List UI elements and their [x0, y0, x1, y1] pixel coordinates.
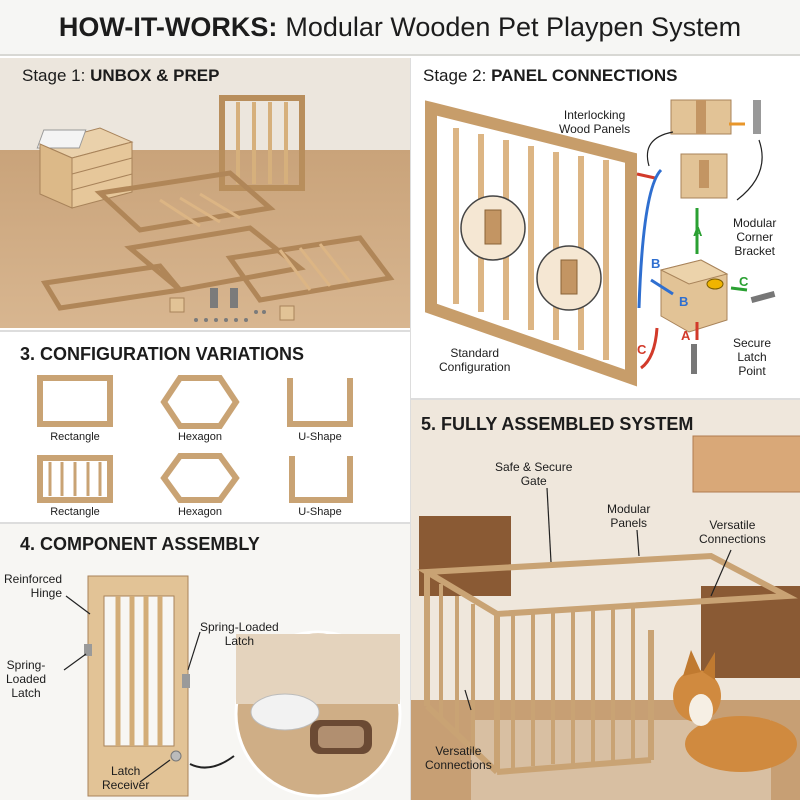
label-latch-receiver: Latch Receiver	[102, 764, 150, 792]
gate-door	[84, 575, 190, 797]
stage1-title: Stage 1: UNBOX & PREP	[22, 66, 219, 86]
title-rest: Modular Wooden Pet Playpen System	[285, 11, 742, 42]
assembled-panel: 5. FULLY ASSEMBLED SYSTEM	[410, 398, 800, 800]
arrow-blue	[637, 168, 663, 309]
detail-circle	[234, 630, 402, 798]
step-markers: B A C A B C	[637, 224, 749, 357]
litter-box-icon	[250, 693, 320, 731]
label-versatile-bottom: Versatile Connections	[425, 744, 492, 772]
arrow-red-bottom	[640, 327, 659, 370]
label-spring-latch-right: Spring-Loaded Latch	[200, 620, 279, 648]
arrow-green-c	[730, 286, 748, 292]
hinge-plate	[753, 100, 761, 134]
label-standard: Standard Configuration	[439, 346, 511, 374]
wood-panel	[425, 100, 637, 387]
marker-a-bottom: A	[681, 328, 691, 343]
config-label: U-Shape	[298, 506, 342, 518]
page-title: HOW-IT-WORKS: Modular Wooden Pet Playpen…	[0, 0, 800, 56]
flat-panels	[40, 170, 395, 311]
config-rectangle-1	[37, 375, 113, 427]
arrow-blue-b	[650, 278, 674, 296]
title-strong: HOW-IT-WORKS:	[58, 11, 278, 42]
config-label: Rectangle	[50, 431, 100, 443]
config-label: Hexagon	[177, 506, 223, 518]
config-panel: 3. CONFIGURATION VARIATIONS Rectangle He…	[0, 330, 410, 522]
label-safe-gate: Safe & Secure Gate	[495, 460, 573, 488]
bolt-c	[750, 290, 776, 304]
config-label: U-Shape	[298, 431, 342, 443]
bolt-a	[691, 344, 697, 374]
latch-icon	[182, 674, 190, 688]
corgi-dog-icon	[673, 650, 797, 772]
assembled-pen	[417, 552, 798, 775]
label-secure-latch: Secure Latch Point	[733, 336, 772, 378]
bracket-top	[670, 99, 761, 199]
assembly-illustration	[63, 575, 402, 798]
config-label: Hexagon	[177, 431, 223, 443]
label-interlocking: Interlocking Wood Panels	[559, 108, 631, 136]
stage1-heading: UNBOX & PREP	[90, 66, 220, 85]
marker-b-bottom: B	[679, 294, 688, 309]
config-ushape-2	[289, 456, 353, 503]
config-ushape-1	[287, 378, 353, 427]
label-spring-latch-left: Spring- Loaded Latch	[6, 658, 47, 700]
stage2-prefix: Stage 2:	[423, 66, 487, 85]
hinge-icon	[84, 644, 92, 656]
marker-c-bottom: C	[739, 274, 749, 289]
arrow-red-top	[636, 172, 656, 180]
hardware-pieces	[169, 288, 295, 322]
assembled-illustration	[411, 435, 800, 800]
side-cabinet	[419, 516, 511, 596]
label-modular-corner: Modular Corner Bracket	[733, 216, 777, 258]
receiver-icon	[170, 750, 182, 762]
marker-c-top: C	[637, 342, 647, 357]
stage2-title: Stage 2: PANEL CONNECTIONS	[423, 66, 677, 86]
unbox-crate	[36, 127, 134, 209]
assembly-panel: 4. COMPONENT ASSEMBLY Reinfor	[0, 522, 410, 800]
latch-ring	[706, 278, 724, 290]
standing-panel	[219, 95, 305, 191]
stage2-panel: Stage 2: PANEL CONNECTIONS	[410, 58, 800, 398]
label-versatile-top: Versatile Connections	[699, 518, 766, 546]
config-rectangle-2	[37, 455, 113, 503]
stage1-prefix: Stage 1:	[22, 66, 86, 85]
stage2-illustration: B A C A B C	[425, 99, 776, 387]
config-label: Rectangle	[50, 506, 100, 518]
config-hexagon-2	[160, 453, 240, 503]
stage1-illustration	[36, 95, 395, 322]
assembly-title: 4. COMPONENT ASSEMBLY	[20, 534, 260, 554]
config-hexagon-1	[160, 375, 240, 429]
stage2-heading: PANEL CONNECTIONS	[491, 66, 678, 85]
label-modular-panels: Modular Panels	[607, 502, 651, 530]
stage1-panel: Stage 1: UNBOX & PREP	[0, 58, 410, 328]
corner-bracket	[659, 259, 776, 374]
marker-b-top: B	[651, 256, 660, 271]
config-shapes	[37, 375, 353, 503]
connection-arrows	[636, 122, 763, 370]
assembled-title: 5. FULLY ASSEMBLED SYSTEM	[421, 414, 694, 434]
label-reinforced-hinge: Reinforced Hinge	[4, 572, 63, 600]
wall-art	[692, 435, 800, 493]
marker-a-top: A	[693, 224, 703, 239]
config-title: 3. CONFIGURATION VARIATIONS	[20, 344, 305, 364]
